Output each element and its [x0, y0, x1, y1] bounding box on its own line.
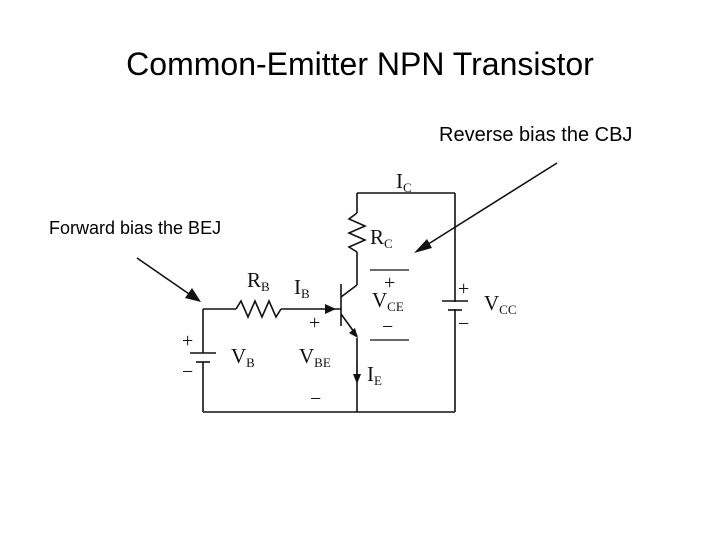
sign-vce-minus: − — [382, 316, 393, 338]
slide-title: Common-Emitter NPN Transistor — [126, 46, 594, 82]
label-rc: RC — [370, 225, 393, 251]
sign-vb-minus: − — [182, 361, 193, 383]
label-vbe: VBE — [299, 344, 331, 370]
label-vcc: VCC — [484, 291, 517, 317]
npn-transistor — [340, 284, 358, 338]
label-ie: IE — [367, 362, 382, 388]
sign-vcc-minus: − — [458, 313, 469, 335]
sign-vcc-plus: + — [458, 278, 469, 300]
sign-vce-plus: + — [384, 272, 395, 294]
ie-arrow-icon — [353, 374, 361, 384]
label-rb: RB — [247, 268, 270, 294]
resistor-rc — [347, 212, 367, 253]
label-ib: IB — [294, 275, 310, 301]
sign-vb-plus: + — [182, 330, 193, 352]
label-ic: IC — [396, 169, 412, 195]
callout-forward-bias-bej: Forward bias the BEJ — [49, 218, 222, 238]
ib-arrow-icon — [325, 304, 336, 314]
callout-reverse-bias-cbj: Reverse bias the CBJ — [439, 124, 633, 146]
battery-vcc-gap — [446, 302, 464, 309]
label-vb: VB — [231, 344, 255, 370]
sign-vbe-minus: − — [310, 388, 321, 410]
transistor-collector-lead — [340, 284, 358, 298]
arrow-to-bej — [136, 257, 201, 302]
sign-vbe-plus: + — [309, 312, 320, 334]
emitter-arrow-icon — [349, 328, 358, 338]
resistor-rb — [235, 299, 282, 319]
label-vce: VCE — [372, 288, 404, 314]
arrow-to-cbj — [414, 162, 558, 253]
